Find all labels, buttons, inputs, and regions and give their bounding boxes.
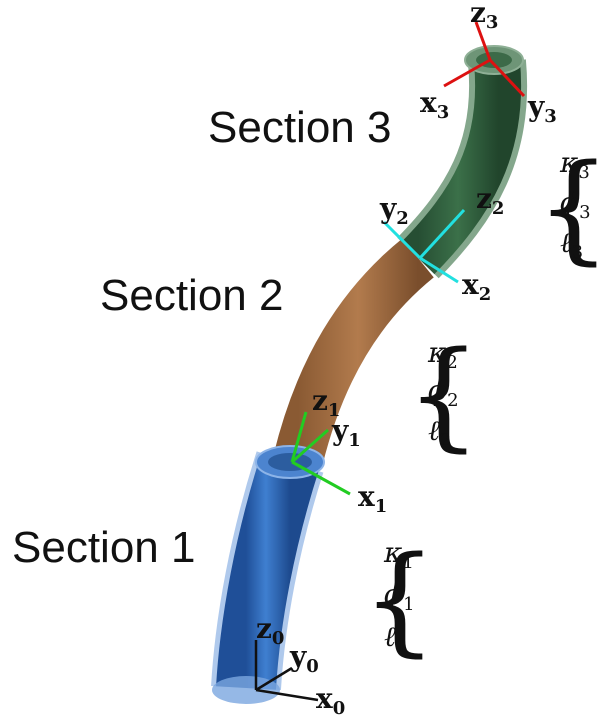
frame-3-x-label: x3 — [420, 86, 449, 123]
frame-3-y-label: y3 — [527, 90, 557, 127]
section-1-phi: ϕ1 — [384, 578, 415, 615]
section-2-phi: ϕ2 — [428, 374, 459, 411]
section-3-params: { κ3 ϕ3 ℓ3 — [536, 138, 599, 276]
frame-0-axes — [254, 640, 319, 702]
frame-1-x-label: x1 — [358, 480, 387, 517]
frame-2-y-label: y2 — [379, 192, 409, 229]
section-3-phi: ϕ3 — [560, 186, 591, 223]
section-2-brace: { — [406, 325, 481, 463]
section-1-label: Section 1 — [12, 523, 195, 572]
section-1-params: { κ1 ϕ1 ℓ1 — [362, 530, 437, 668]
frame-1-z-label: z1 — [312, 384, 340, 421]
section-2-params: { κ2 ϕ2 ℓ2 — [406, 325, 481, 463]
frame-3-z-label: z3 — [470, 0, 498, 33]
frame-3-axes — [443, 21, 526, 98]
frame-2-x-label: x2 — [462, 268, 491, 305]
section-2-ell: ℓ2 — [428, 414, 451, 451]
frame-2-z-label: z2 — [476, 182, 504, 219]
section-3-ell: ℓ3 — [560, 226, 583, 263]
section-1-base-cap — [212, 676, 280, 704]
section-1-ell: ℓ1 — [384, 620, 407, 657]
section-1-brace: { — [362, 530, 437, 668]
frame-1-axes — [290, 411, 351, 496]
frame-2-axes — [382, 208, 466, 284]
section-2-kappa: κ2 — [427, 336, 458, 373]
frame-0-y-label: y0 — [289, 640, 319, 677]
section-3-brace: { — [536, 138, 599, 276]
section-3-kappa: κ3 — [559, 146, 590, 183]
section-3-label: Section 3 — [208, 103, 391, 152]
section-1-kappa: κ1 — [383, 536, 414, 573]
section-2-tube — [273, 238, 434, 467]
section-2-label: Section 2 — [100, 271, 283, 320]
frame-1-y-label: y1 — [331, 414, 361, 451]
frame-0-z-label: z0 — [256, 612, 284, 649]
frame-0-x-label: x0 — [316, 682, 345, 719]
